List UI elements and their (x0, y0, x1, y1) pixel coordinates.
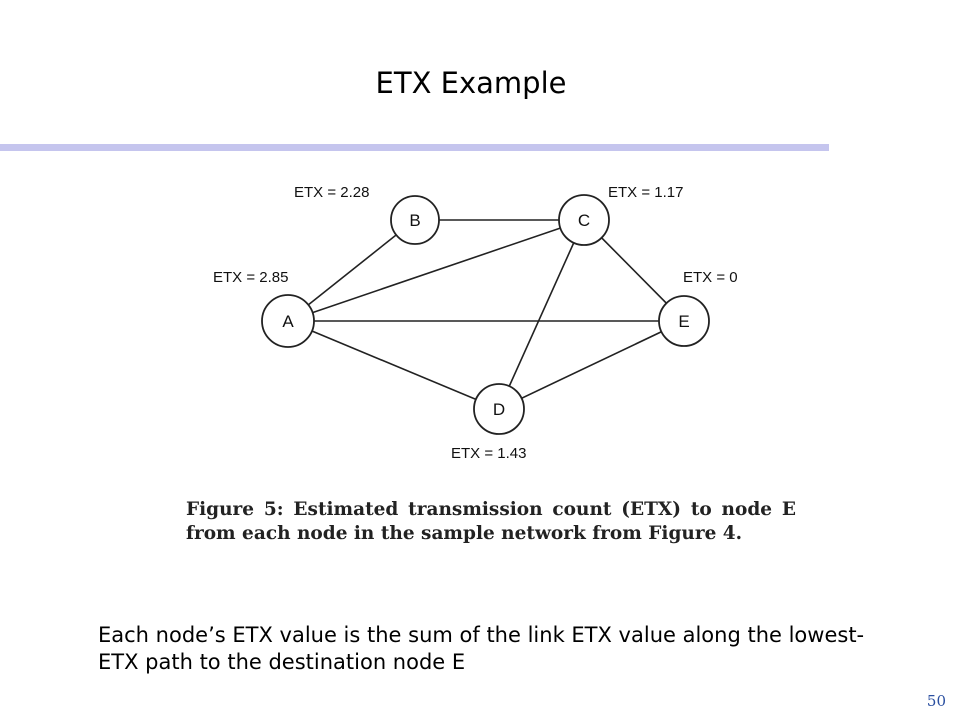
node-e: E ETX = 0 (658, 269, 738, 347)
edge-d-e (498, 320, 685, 410)
node-d-circle (473, 383, 525, 435)
edge-a-b (287, 219, 416, 322)
node-b: B ETX = 2.28 (294, 184, 440, 245)
node-b-etx-label: ETX = 2.28 (294, 184, 369, 201)
node-a-label: A (282, 312, 294, 331)
node-c: C ETX = 1.17 (558, 184, 683, 246)
node-a-etx-label: ETX = 2.85 (213, 269, 288, 286)
node-a: A ETX = 2.85 (213, 269, 315, 348)
edge-a-d (287, 320, 500, 410)
figure-caption: Figure 5: Estimated transmission count (… (186, 499, 796, 544)
slide-summary-text: Each node’s ETX value is the sum of the … (98, 623, 865, 674)
title-divider (0, 144, 829, 151)
node-d-label: D (493, 400, 505, 419)
node-e-etx-label: ETX = 0 (683, 269, 738, 286)
node-e-circle (658, 295, 710, 347)
node-c-circle (558, 194, 610, 246)
node-d-etx-label: ETX = 1.43 (451, 445, 526, 462)
node-c-etx-label: ETX = 1.17 (608, 184, 683, 201)
edge-c-d (498, 219, 585, 410)
edge-a-c (287, 219, 585, 322)
node-b-label: B (409, 211, 420, 230)
page-number: 50 (926, 692, 946, 710)
node-c-label: C (578, 211, 590, 230)
node-d: D ETX = 1.43 (451, 383, 526, 462)
edge-layer (287, 219, 685, 410)
slide-title: ETX Example (375, 66, 567, 100)
node-b-circle (390, 195, 440, 245)
node-e-label: E (678, 312, 689, 331)
node-a-circle (261, 294, 315, 348)
